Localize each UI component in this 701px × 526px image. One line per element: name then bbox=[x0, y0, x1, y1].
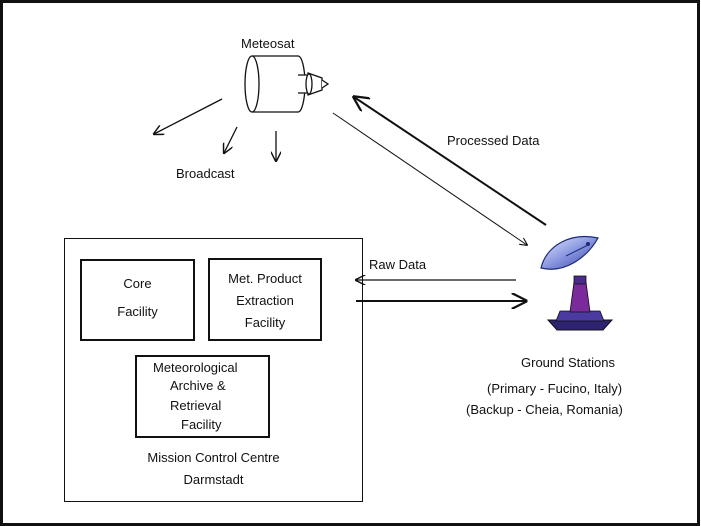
broadcast-label: Broadcast bbox=[176, 166, 235, 181]
satellite-dish-icon bbox=[540, 236, 614, 331]
ground-stations-title: Ground Stations bbox=[521, 355, 615, 370]
mission-control-box bbox=[64, 238, 363, 502]
mission-control-location: Darmstadt bbox=[183, 472, 244, 487]
processed-data-label: Processed Data bbox=[447, 133, 540, 148]
archive-line1: Meteorological bbox=[153, 360, 238, 375]
ground-stations-primary: (Primary - Fucino, Italy) bbox=[487, 381, 623, 396]
broadcast-arrow-middle bbox=[224, 126, 238, 153]
mpef-line2: Extraction bbox=[236, 293, 294, 308]
satellite-label: Meteosat bbox=[241, 36, 295, 51]
archive-line2: Archive & bbox=[170, 378, 226, 393]
satellite-icon bbox=[244, 55, 330, 113]
processed-data-arrow bbox=[354, 97, 547, 226]
met-product-extraction-box: Met. Product Extraction Facility bbox=[208, 258, 322, 341]
archive-line3: Retrieval bbox=[170, 398, 222, 413]
core-facility-line2: Facility bbox=[117, 304, 158, 319]
broadcast-arrow-left bbox=[154, 98, 223, 134]
raw-data-uplink-arrow bbox=[332, 112, 527, 245]
core-facility-box: Core Facility bbox=[80, 259, 195, 341]
archive-retrieval-box: Meteorological Archive & Retrieval Facil… bbox=[135, 355, 270, 438]
archive-line4: Facility bbox=[181, 417, 222, 432]
ground-stations-backup: (Backup - Cheia, Romania) bbox=[466, 402, 623, 417]
mission-control-title: Mission Control Centre bbox=[147, 450, 280, 465]
raw-data-label: Raw Data bbox=[369, 257, 427, 272]
mpef-line1: Met. Product bbox=[228, 271, 302, 286]
mpef-line3: Facility bbox=[244, 315, 286, 330]
core-facility-line1: Core bbox=[123, 276, 152, 291]
